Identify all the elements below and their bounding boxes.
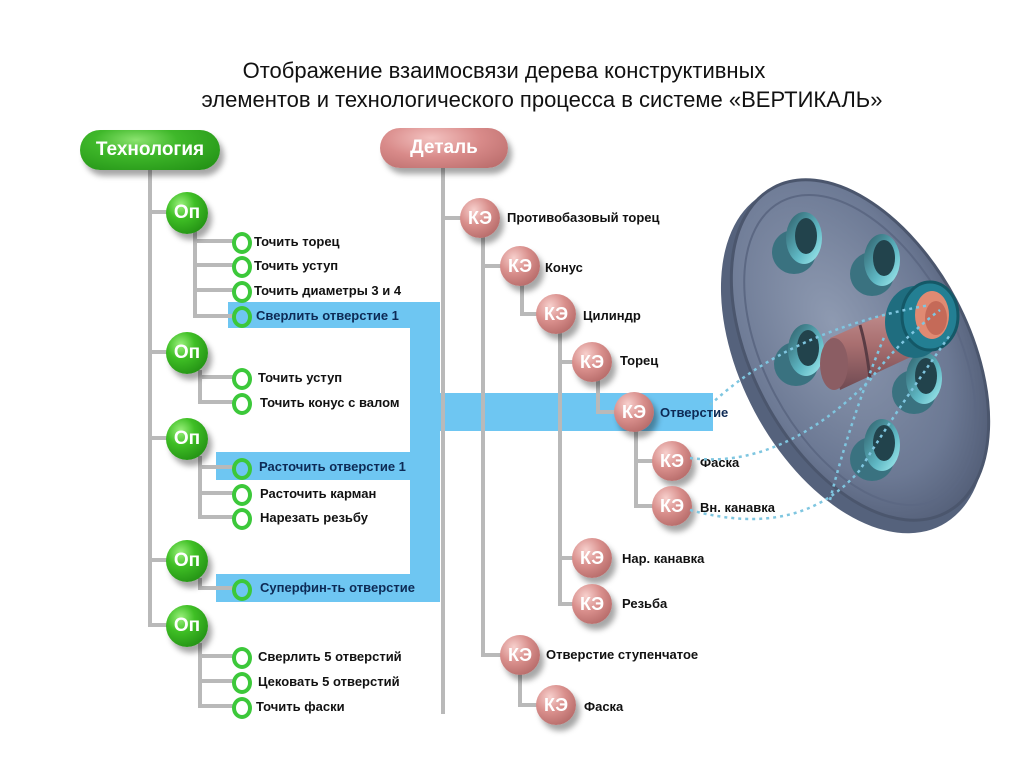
transition-ring-icon	[232, 393, 252, 415]
structural-element-node[interactable]: КЭ	[652, 441, 692, 481]
transition-ring-icon	[232, 484, 252, 506]
transition-label[interactable]: Точить уступ	[254, 258, 339, 273]
operation-node-3[interactable]: Оп	[166, 418, 208, 460]
structural-element-label[interactable]: Цилиндр	[583, 308, 641, 323]
transition-label[interactable]: Точить уступ	[258, 370, 343, 385]
structural-element-label[interactable]: Нар. канавка	[622, 551, 705, 566]
transition-ring-icon	[232, 647, 252, 669]
transition-ring-icon	[232, 458, 252, 480]
transition-label[interactable]: Точить фаски	[256, 699, 345, 714]
transition-label-highlighted[interactable]: Суперфин-ть отверстие	[260, 580, 415, 595]
transition-label-highlighted[interactable]: Сверлить отверстие 1	[256, 308, 399, 323]
highlight-band-op1	[228, 302, 440, 328]
transition-ring-icon	[232, 368, 252, 390]
transition-ring-icon	[232, 697, 252, 719]
structural-element-node-highlighted[interactable]: КЭ	[614, 392, 654, 432]
structural-element-label[interactable]: Отверстие ступенчатое	[546, 647, 699, 662]
structural-element-node[interactable]: КЭ	[500, 246, 540, 286]
structural-element-node[interactable]: КЭ	[572, 342, 612, 382]
part-3d-model	[720, 178, 991, 534]
detail-root-node[interactable]: Деталь	[380, 128, 508, 168]
title-line-2: элементов и технологического процесса в …	[201, 87, 883, 112]
operation-node-2[interactable]: Оп	[166, 332, 208, 374]
structural-element-label[interactable]: Торец	[620, 353, 659, 368]
transition-ring-icon	[232, 672, 252, 694]
structural-element-label-highlighted[interactable]: Отверстие	[660, 405, 729, 420]
transition-ring-icon	[232, 281, 252, 303]
operation-node-1[interactable]: Оп	[166, 192, 208, 234]
transition-label[interactable]: Точить диаметры 3 и 4	[254, 283, 402, 298]
structural-element-node[interactable]: КЭ	[536, 685, 576, 725]
transition-label[interactable]: Точить конус с валом	[260, 395, 400, 410]
structural-element-node[interactable]: КЭ	[460, 198, 500, 238]
technology-root-node[interactable]: Технология	[80, 130, 220, 170]
transition-label-highlighted[interactable]: Расточить отверстие 1	[259, 459, 406, 474]
structural-element-label[interactable]: Резьба	[622, 596, 668, 611]
threaded-end	[885, 280, 960, 358]
structural-element-label[interactable]: Фаска	[700, 455, 740, 470]
structural-element-label[interactable]: Противобазовый торец	[507, 210, 660, 225]
transition-ring-icon	[232, 256, 252, 278]
transition-label[interactable]: Цековать 5 отверстий	[258, 674, 400, 689]
operation-node-4[interactable]: Оп	[166, 540, 208, 582]
bolt-holes	[772, 212, 942, 481]
structural-element-label[interactable]: Вн. канавка	[700, 500, 776, 515]
transition-ring-icon	[232, 579, 252, 601]
transition-ring-icon	[232, 508, 252, 530]
transition-ring-icon	[232, 232, 252, 254]
structural-element-node[interactable]: КЭ	[652, 486, 692, 526]
title-line-1: Отображение взаимосвязи дерева конструкт…	[242, 58, 766, 83]
transition-label[interactable]: Нарезать резьбу	[260, 510, 368, 525]
operation-node-5[interactable]: Оп	[166, 605, 208, 647]
highlight-band-ke	[440, 393, 713, 431]
structural-element-node[interactable]: КЭ	[572, 538, 612, 578]
structural-element-node[interactable]: КЭ	[572, 584, 612, 624]
highlight-band-gap-1	[228, 328, 410, 452]
structural-element-node[interactable]: КЭ	[500, 635, 540, 675]
structural-element-label[interactable]: Конус	[545, 260, 583, 275]
transition-label[interactable]: Сверлить 5 отверстий	[258, 649, 402, 664]
structural-element-node[interactable]: КЭ	[536, 294, 576, 334]
transition-label[interactable]: Расточить карман	[260, 486, 377, 501]
transition-label[interactable]: Точить торец	[254, 234, 340, 249]
transition-ring-icon	[232, 306, 252, 328]
structural-element-label[interactable]: Фаска	[584, 699, 624, 714]
